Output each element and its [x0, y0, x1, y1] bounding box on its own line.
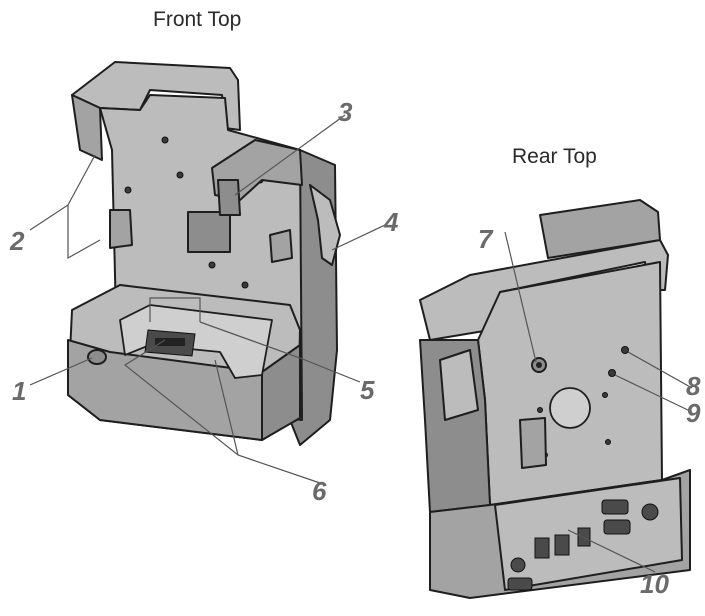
rear-dock-screw-hole — [621, 346, 629, 354]
callout-7: 7 — [478, 224, 494, 254]
leader-bracket-5 — [149, 297, 201, 322]
rear-dock-mount-hole-center — [536, 362, 542, 368]
rear-dock-top-handle — [539, 199, 661, 259]
leader-line-2b — [67, 205, 101, 260]
leader-line-2 — [29, 154, 96, 231]
front-dock-screw-hole — [176, 171, 184, 179]
front-dock-mid-clip — [269, 229, 293, 263]
rear-dock-lock-lever — [439, 349, 479, 421]
front-dock-connector-pins — [155, 338, 185, 346]
leader-line-5 — [199, 321, 361, 383]
leader-line-1 — [29, 357, 93, 386]
rear-top-title: Rear Top — [512, 145, 597, 168]
rear-dock-screw-hole — [605, 439, 611, 445]
front-dock-lock-lever — [309, 184, 341, 266]
leader-line-7 — [504, 231, 537, 363]
leader-line-9 — [614, 374, 693, 413]
front-dock-screw-hole — [161, 136, 169, 144]
front-dock-left-latch — [71, 94, 103, 161]
front-dock-label-recess — [187, 211, 231, 253]
front-dock-side-clip — [109, 209, 133, 249]
rear-dock-screw-hole — [608, 369, 616, 377]
front-top-title: Front Top — [153, 8, 242, 31]
rear-dock-power-jack — [641, 503, 659, 521]
front-dock-screw-hole — [241, 281, 249, 289]
callout-3: 3 — [338, 97, 353, 127]
rear-dock-serial-port — [601, 499, 629, 515]
front-dock-screw-hole — [208, 261, 216, 269]
leader-line-6b — [214, 359, 239, 456]
front-dock-latch-hook — [217, 179, 241, 216]
front-dock-connector-tray — [119, 304, 273, 379]
leader-line-8 — [627, 351, 693, 389]
callout-5: 5 — [360, 375, 375, 405]
rear-dock-usb-port — [534, 537, 550, 559]
leader-line-6 — [123, 339, 321, 484]
rear-dock-screw-hole — [537, 407, 543, 413]
callout-4: 4 — [383, 207, 399, 237]
leader-lines — [29, 114, 693, 573]
callout-2: 2 — [9, 226, 25, 256]
callout-8: 8 — [686, 371, 701, 401]
rear-dock-ethernet-port — [577, 527, 591, 547]
callout-6: 6 — [312, 476, 327, 506]
leader-line-10 — [567, 529, 656, 573]
leader-line-3 — [234, 114, 346, 196]
callout-1: 1 — [12, 376, 26, 406]
front-dock-screw-hole — [124, 186, 132, 194]
callout-9: 9 — [686, 398, 701, 428]
rear-dock — [419, 199, 691, 599]
leader-line-4 — [331, 224, 386, 251]
rear-dock-screw-hole — [602, 392, 608, 398]
rear-dock-side-bracket — [519, 417, 547, 469]
callout-10: 10 — [640, 569, 669, 599]
rear-dock-usb-port — [554, 534, 570, 556]
rear-dock-back-plate — [477, 261, 663, 506]
rear-dock-audio-jack — [510, 557, 526, 573]
rear-dock-vga-port — [603, 519, 631, 535]
front-dock-power-button[interactable] — [87, 349, 107, 365]
rear-dock-vesa-recess — [549, 387, 591, 429]
front-dock — [67, 61, 341, 446]
rear-dock-display-port — [507, 577, 533, 591]
